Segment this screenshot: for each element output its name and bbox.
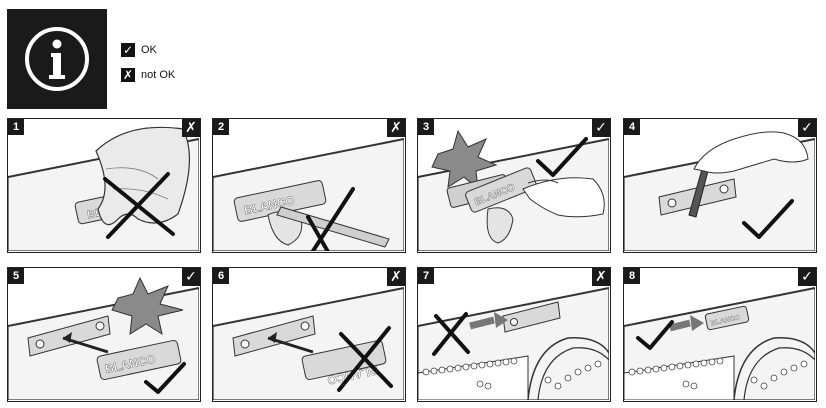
cross-icon: ✗: [387, 268, 405, 286]
step-panel-7: 7 ✗: [417, 267, 611, 402]
step-number: 6: [213, 268, 229, 284]
illustration-mount-on-rim-wrong: [418, 287, 609, 400]
check-icon: ✓: [121, 43, 135, 57]
illustration-finger-pressing-badge: BLANCO: [418, 129, 609, 251]
step-number: 1: [8, 119, 24, 135]
illustration-tool-in-mount: [624, 131, 815, 251]
legend: ✓ OK ✗ not OK: [121, 42, 175, 92]
illustration-badge-insert-upside-down: BLANCO: [213, 287, 404, 400]
step-number: 8: [624, 268, 640, 284]
step-number: 3: [418, 119, 434, 135]
step-panel-1: BLANCO 1 ✗: [7, 118, 201, 253]
illustration-cloth-wiping-badge: BLANCO: [8, 126, 199, 251]
check-icon: ✓: [798, 119, 816, 137]
legend-not-ok-label: not OK: [141, 68, 176, 81]
illustration-pen-scraping-badge: BLANCO: [213, 138, 404, 251]
legend-ok-label: OK: [141, 43, 157, 56]
step-panel-4: 4 ✓: [623, 118, 817, 253]
cross-icon: ✗: [182, 119, 200, 137]
step-panel-3: BLANCO 3 ✓: [417, 118, 611, 253]
step-number: 4: [624, 119, 640, 135]
info-icon: [25, 27, 89, 91]
step-number: 7: [418, 268, 434, 284]
step-panel-2: BLANCO 2 ✗: [212, 118, 406, 253]
info-panel: [7, 9, 107, 109]
cross-icon: ✗: [121, 68, 135, 82]
legend-ok: ✓ OK: [121, 42, 175, 58]
step-number: 2: [213, 119, 229, 135]
cross-icon: ✗: [592, 268, 610, 286]
illustration-badge-insert-correct: BLANCO: [8, 276, 199, 400]
check-icon: ✓: [182, 268, 200, 286]
step-panel-6: BLANCO 6 ✗: [212, 267, 406, 402]
cross-icon: ✗: [387, 119, 405, 137]
step-panel-5: BLANCO 5 ✓: [7, 267, 201, 402]
legend-not-ok: ✗ not OK: [121, 67, 175, 83]
step-panel-8: BLANCO 8 ✓: [623, 267, 817, 402]
check-icon: ✓: [798, 268, 816, 286]
step-number: 5: [8, 268, 24, 284]
check-icon: ✓: [592, 119, 610, 137]
illustration-badge-on-rim-correct: BLANCO: [624, 287, 815, 400]
